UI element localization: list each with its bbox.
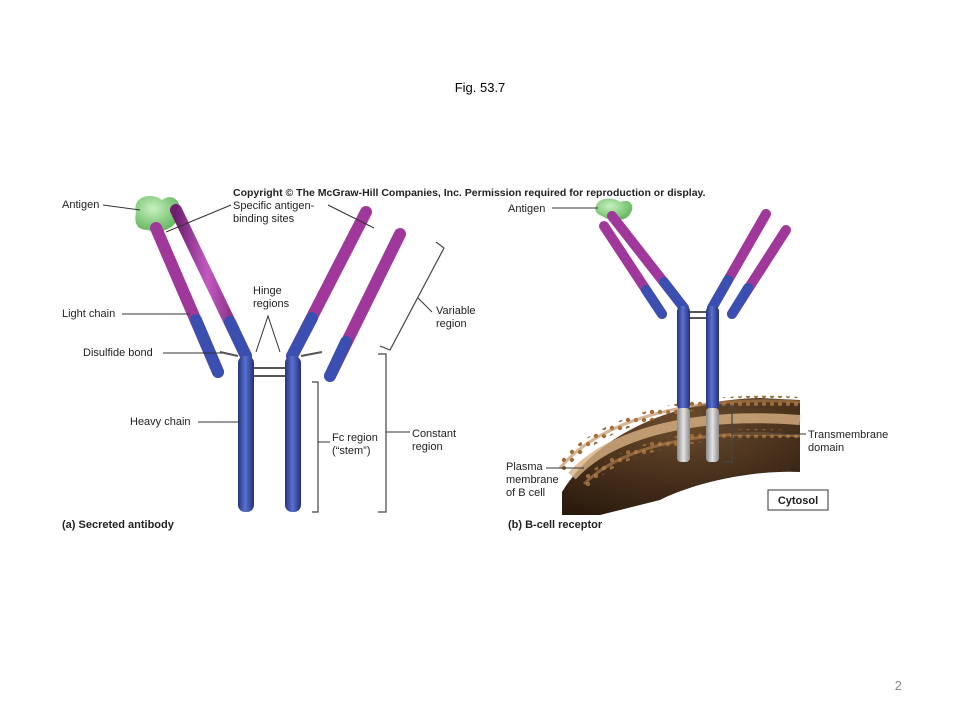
label-plasma-3: of B cell xyxy=(506,487,545,499)
label-transmembrane-2: domain xyxy=(808,442,844,454)
label-binding-sites-2: binding sites xyxy=(233,213,295,225)
disulfide-bonds-b xyxy=(690,311,706,319)
label-heavy-chain: Heavy chain xyxy=(130,416,191,428)
label-fc-2: (“stem”) xyxy=(332,445,371,457)
b-left-stem xyxy=(677,306,690,410)
antigen-a xyxy=(135,196,180,232)
panel-a-secreted-antibody: Antigen Specific antigen- binding sites … xyxy=(62,196,476,531)
copyright-text: Copyright © The McGraw-Hill Companies, I… xyxy=(233,187,706,199)
label-disulfide: Disulfide bond xyxy=(83,347,153,359)
right-arm-heavy-chain xyxy=(286,206,372,362)
label-constant-2: region xyxy=(412,441,443,453)
right-light-chain xyxy=(324,228,406,382)
figure-title: Fig. 53.7 xyxy=(454,80,506,95)
label-variable-1: Variable xyxy=(436,305,476,317)
label-plasma-1: Plasma xyxy=(506,461,544,473)
label-variable-2: region xyxy=(436,318,467,330)
label-constant-1: Constant xyxy=(412,428,456,440)
b-right-stem xyxy=(706,306,719,410)
left-light-chain xyxy=(150,222,224,378)
label-binding-sites-1: Specific antigen- xyxy=(233,200,315,212)
b-left-transmembrane xyxy=(677,408,690,462)
label-antigen-b: Antigen xyxy=(508,203,545,215)
b-right-transmembrane xyxy=(706,408,719,462)
disulfide-bonds-a xyxy=(219,351,323,377)
caption-a: (a) Secreted antibody xyxy=(62,519,175,531)
label-cytosol: Cytosol xyxy=(778,495,818,507)
left-heavy-stem xyxy=(238,356,254,512)
cytosol-box xyxy=(767,489,829,511)
label-plasma-2: membrane xyxy=(506,474,559,486)
label-light-chain: Light chain xyxy=(62,308,115,320)
page-number: 2 xyxy=(894,678,902,693)
left-arm-heavy-chain xyxy=(170,204,252,362)
antigen-b xyxy=(595,198,633,221)
label-transmembrane-1: Transmembrane xyxy=(808,429,888,441)
label-hinge-1: Hinge xyxy=(253,285,282,297)
caption-b: (b) B-cell receptor xyxy=(508,519,603,531)
label-hinge-2: regions xyxy=(253,298,290,310)
right-heavy-stem xyxy=(285,356,301,512)
label-fc-1: Fc region xyxy=(332,432,378,444)
panel-b-b-cell-receptor: Antigen Plasma membrane of B cell Transm… xyxy=(506,198,888,531)
label-antigen-a: Antigen xyxy=(62,199,99,211)
